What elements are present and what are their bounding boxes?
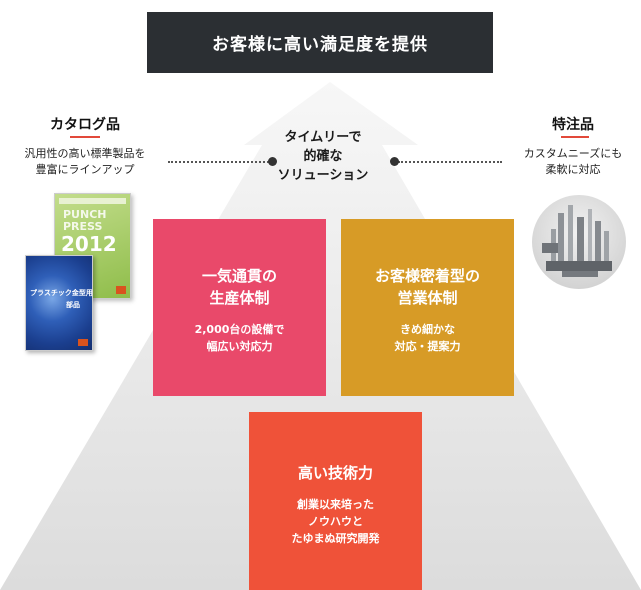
banner-title: お客様に高い満足度を提供 [212, 35, 428, 55]
custom-desc-line-1: カスタムニーズにも [523, 147, 623, 160]
custom-parts-illustration [542, 205, 612, 277]
sales-title-line-1: お客様密着型の [374, 267, 480, 285]
technology-title-line-1: 高い技術力 [297, 464, 373, 482]
sales-box-subtitle: きめ細かな 対応・提案力 [341, 321, 514, 355]
right-connector-dot [390, 157, 399, 166]
technology-box: 高い技術力 創業以来培った ノウハウと たゆまぬ研究開発 [249, 412, 422, 590]
sales-title-line-2: 営業体制 [397, 289, 458, 307]
technology-box-title: 高い技術力 [249, 462, 422, 484]
production-box-subtitle: 2,000台の設備で 幅広い対応力 [153, 321, 326, 355]
custom-description: カスタムニーズにも 柔軟に対応 [505, 146, 641, 178]
technology-sub-line-3: たゆまぬ研究開発 [291, 532, 380, 545]
center-line-2: 的確な [303, 149, 343, 164]
book-title-punch: PUNCH [63, 208, 107, 221]
technology-sub-line-1: 創業以来培った [297, 498, 374, 511]
book2-logo [78, 339, 88, 346]
technology-box-subtitle: 創業以来培った ノウハウと たゆまぬ研究開発 [249, 496, 422, 547]
book-title-year: 2012 [61, 232, 117, 256]
catalog-desc-line-2: 豊富にラインアップ [35, 163, 135, 176]
left-connector-dot [268, 157, 277, 166]
sales-box-title: お客様密着型の 営業体制 [341, 265, 514, 309]
center-message: タイムリーで 的確な ソリューション [268, 128, 378, 185]
custom-desc-line-2: 柔軟に対応 [545, 163, 601, 176]
production-sub-line-2: 幅広い対応力 [206, 340, 273, 353]
production-title-line-2: 生産体制 [209, 289, 270, 307]
book-logo [116, 286, 126, 294]
left-dotted-line [168, 161, 272, 163]
custom-title-rule [561, 136, 589, 138]
production-system-box: 一気通貫の 生産体制 2,000台の設備で 幅広い対応力 [153, 219, 326, 396]
catalog-title: カタログ品 [50, 117, 120, 133]
right-dotted-line [398, 161, 502, 163]
catalog-description: 汎用性の高い標準製品を 豊富にラインアップ [0, 146, 170, 178]
top-banner: お客様に高い満足度を提供 [147, 12, 493, 73]
custom-parts-photo [532, 195, 626, 289]
catalog-book-plastic-mold: プラスチック金型用 部品 [25, 255, 93, 351]
production-sub-line-1: 2,000台の設備で [194, 323, 285, 336]
center-line-1: タイムリーで [284, 130, 362, 145]
sales-sub-line-2: 対応・提案力 [394, 340, 461, 353]
technology-sub-line-2: ノウハウと [308, 515, 363, 528]
center-line-3: ソリューション [277, 168, 369, 183]
catalog-desc-line-1: 汎用性の高い標準製品を [24, 147, 146, 160]
production-box-title: 一気通貫の 生産体制 [153, 265, 326, 309]
production-title-line-1: 一気通貫の [201, 267, 277, 285]
sales-sub-line-1: きめ細かな [400, 323, 455, 336]
catalog-title-rule [70, 136, 100, 138]
sales-system-box: お客様密着型の 営業体制 きめ細かな 対応・提案力 [341, 219, 514, 396]
custom-title: 特注品 [552, 117, 594, 133]
book-header-strip [59, 198, 126, 204]
book2-title-line2: 部品 [66, 301, 80, 309]
book-title-press: PRESS [63, 220, 103, 233]
book2-title-line1: プラスチック金型用 [30, 289, 93, 297]
